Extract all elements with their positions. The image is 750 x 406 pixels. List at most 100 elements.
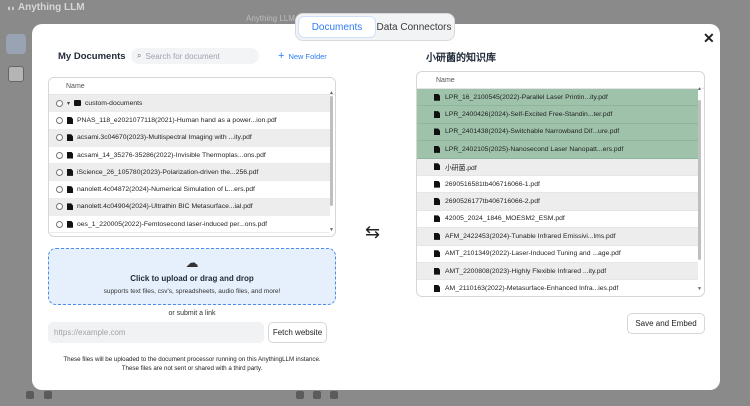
row-label: AM_2110163(2022)-Metasurface-Enhanced In…	[445, 284, 619, 292]
upload-subtitle: supports text files, csv's, spreadsheets…	[103, 288, 281, 295]
file-icon	[67, 220, 73, 228]
fetch-website-button[interactable]: Fetch website	[268, 322, 327, 343]
document-row[interactable]: nanolett.4c04872(2024)-Numerical Simulat…	[49, 181, 330, 199]
bottom-icon-bg	[296, 391, 304, 399]
workspace-document-row[interactable]: LPR_2402105(2025)-Nanosecond Laser Nanop…	[417, 141, 698, 159]
document-row[interactable]: acsami_14_35276-35286(2022)-Invisible Th…	[49, 147, 330, 165]
scroll-down-icon[interactable]: ▼	[697, 286, 702, 292]
file-icon	[434, 198, 440, 206]
search-input[interactable]	[145, 51, 246, 61]
row-label: LPR_16_2100545(2022)-Parallel Laser Prin…	[445, 93, 608, 101]
swap-arrows-icon: ⇆	[365, 222, 381, 242]
tab-bar: Documents Data Connectors	[295, 13, 455, 41]
bottom-icon-bg	[330, 391, 338, 399]
row-label: LPR_2402105(2025)-Nanosecond Laser Nanop…	[445, 145, 624, 153]
left-scrollbar[interactable]: ▲ ▼	[329, 90, 334, 234]
workspace-documents-table: Name LPR_16_2100545(2022)-Parallel Laser…	[416, 71, 705, 297]
row-label: 2690516581tb406716066-1.pdf	[445, 180, 540, 188]
workspace-document-row[interactable]: LPR_16_2100545(2022)-Parallel Laser Prin…	[417, 89, 698, 107]
app-logo-text: Anything LLM	[17, 2, 85, 13]
document-row[interactable]: iScience_26_105780(2023)-Polarization-dr…	[49, 164, 330, 182]
upload-dropzone[interactable]: ☁ Click to upload or drag and drop suppo…	[48, 248, 336, 305]
sidebar-grid-bg	[8, 66, 24, 82]
file-icon	[67, 151, 73, 159]
file-icon	[434, 180, 440, 188]
select-radio[interactable]	[56, 151, 63, 159]
plus-icon: +	[278, 50, 285, 62]
file-icon	[434, 93, 440, 101]
select-radio[interactable]	[56, 134, 63, 142]
file-icon	[67, 186, 73, 194]
workspace-document-row[interactable]: LPR_2400426(2024)-Self-Excited Free-Stan…	[417, 106, 698, 124]
workspace-document-row[interactable]: AM_2110163(2022)-Metasurface-Enhanced In…	[417, 280, 698, 296]
workspace-document-row[interactable]: LPR_2401438(2024)-Switchable Narrowband …	[417, 123, 698, 142]
document-search[interactable]: ⌕	[131, 48, 259, 64]
document-row[interactable]: acsami.3c04670(2023)-Multispectral Imagi…	[49, 129, 330, 147]
row-label: nanolett.4c04872(2024)-Numerical Simulat…	[77, 186, 255, 194]
right-scrollbar[interactable]: ▲ ▼	[697, 86, 702, 292]
select-radio[interactable]	[56, 220, 63, 228]
notice-line-2: These files are not sent or shared with …	[121, 365, 263, 372]
document-row[interactable]: oes_1_220005(2022)-Femtosecond laser-ind…	[49, 216, 330, 234]
save-and-embed-button[interactable]: Save and Embed	[627, 313, 705, 334]
or-submit-link-label: or submit a link	[168, 310, 216, 317]
tab-documents[interactable]: Documents	[298, 16, 376, 38]
scrollbar-thumb[interactable]	[698, 100, 701, 260]
row-label: AMT_2200808(2023)-Highly Flexible Infrar…	[445, 267, 607, 275]
workspace-document-row[interactable]: 2690516581tb406716066-1.pdf	[417, 176, 698, 194]
workspace-document-row[interactable]: 2690526177tb406716066-2.pdf	[417, 193, 698, 211]
workspace-knowledge-base-title: 小研菌的知识库	[426, 53, 496, 64]
row-label: custom-documents	[85, 99, 143, 107]
file-icon	[434, 145, 440, 153]
file-icon	[434, 250, 440, 258]
file-icon	[434, 128, 440, 136]
my-documents-title: My Documents	[58, 51, 126, 62]
scroll-up-icon[interactable]: ▲	[697, 86, 702, 92]
logo-mark-icon: ◖◗	[6, 2, 16, 13]
scrollbar-thumb[interactable]	[330, 96, 333, 206]
row-label: 小研菌.pdf	[445, 164, 477, 172]
row-label: AFM_2422453(2024)-Tunable Infrared Emiss…	[445, 232, 616, 240]
file-icon	[434, 163, 440, 171]
scroll-up-icon[interactable]: ▲	[329, 90, 334, 96]
workspace-document-row[interactable]: 42005_2024_1846_MOESM2_ESM.pdf	[417, 211, 698, 229]
row-label: AMT_2101349(2022)-Laser-Induced Tuning a…	[445, 250, 621, 258]
folder-row[interactable]: ▾ custom-documents	[49, 95, 330, 113]
table-header-name: Name	[417, 72, 704, 89]
row-label: 42005_2024_1846_MOESM2_ESM.pdf	[445, 215, 565, 223]
chevron-down-icon[interactable]: ▾	[67, 100, 71, 107]
row-label: 2690526177tb406716066-2.pdf	[445, 198, 540, 206]
sidebar-button-bg	[6, 34, 26, 54]
upload-notice: These files will be uploaded to the docu…	[48, 355, 336, 373]
cloud-upload-icon: ☁	[185, 255, 199, 270]
select-radio[interactable]	[56, 168, 63, 176]
app-logo: ◖◗ Anything LLM	[6, 2, 85, 13]
scroll-down-icon[interactable]: ▼	[329, 227, 334, 233]
folder-icon	[74, 100, 82, 107]
row-label: acsami.3c04670(2023)-Multispectral Imagi…	[77, 134, 252, 142]
file-icon	[67, 134, 73, 142]
workspace-document-row[interactable]: 小研菌.pdf	[417, 158, 698, 176]
tab-data-connectors[interactable]: Data Connectors	[376, 21, 452, 33]
url-input[interactable]	[48, 322, 264, 343]
bottom-icon-bg	[313, 391, 321, 399]
document-row[interactable]: PNAS_118_e2021077118(2021)-Human hand as…	[49, 112, 330, 130]
select-radio[interactable]	[56, 99, 63, 107]
row-label: acsami_14_35276-35286(2022)-Invisible Th…	[77, 151, 266, 159]
select-radio[interactable]	[56, 116, 63, 124]
workspace-document-row[interactable]: AMT_2200808(2023)-Highly Flexible Infrar…	[417, 262, 698, 281]
file-icon	[434, 267, 440, 275]
select-radio[interactable]	[56, 203, 63, 211]
new-folder-button[interactable]: + New Folder	[278, 51, 327, 62]
select-radio[interactable]	[56, 186, 63, 194]
notice-line-1: These files will be uploaded to the docu…	[63, 356, 321, 363]
workspace-document-row[interactable]: AFM_2422453(2024)-Tunable Infrared Emiss…	[417, 228, 698, 246]
row-label: oes_1_220005(2022)-Femtosecond laser-ind…	[77, 220, 268, 228]
close-icon[interactable]: ✕	[703, 30, 715, 46]
search-icon: ⌕	[137, 51, 142, 60]
row-label: iScience_26_105780(2023)-Polarization-dr…	[77, 168, 259, 176]
workspace-document-row[interactable]: AMT_2101349(2022)-Laser-Induced Tuning a…	[417, 246, 698, 263]
document-row[interactable]: nanolett.4c04904(2024)-Ultrathin BIC Met…	[49, 198, 330, 217]
